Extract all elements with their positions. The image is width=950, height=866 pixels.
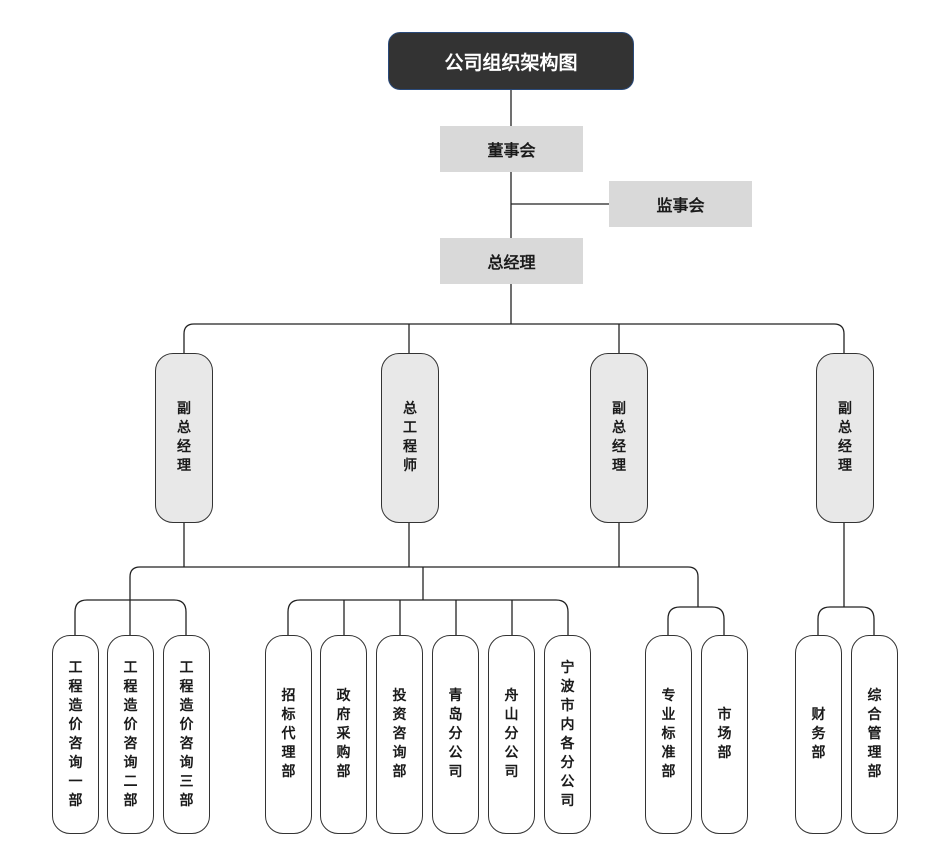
department-label: 工程造价咨询二部 (123, 659, 138, 809)
department-label: 舟山分公司 (504, 688, 519, 780)
chart-title: 公司组织架构图 (388, 32, 634, 90)
vp-label: 副总经理 (837, 401, 852, 474)
department-box: 政府采购部 (320, 635, 367, 834)
department-label: 政府采购部 (336, 688, 351, 780)
department-label: 市场部 (717, 707, 732, 761)
department-box: 舟山分公司 (488, 635, 535, 834)
vp-box: 副总经理 (590, 353, 648, 523)
vp-label: 副总经理 (611, 401, 626, 474)
department-box: 专业标准部 (645, 635, 692, 834)
chief-engineer-box: 总工程师 (381, 353, 439, 523)
vp-box: 副总经理 (155, 353, 213, 523)
chief-engineer-label: 总工程师 (402, 401, 417, 474)
department-box: 工程造价咨询二部 (107, 635, 154, 834)
department-box: 综合管理部 (851, 635, 898, 834)
department-box: 投资咨询部 (376, 635, 423, 834)
department-label: 工程造价咨询一部 (68, 659, 83, 809)
board-box: 董事会 (440, 126, 583, 172)
general-manager-box: 总经理 (440, 238, 583, 284)
chart-title-text: 公司组织架构图 (444, 51, 578, 74)
vp-box: 副总经理 (816, 353, 874, 523)
department-box: 市场部 (701, 635, 748, 834)
department-box: 工程造价咨询一部 (52, 635, 99, 834)
department-label: 宁波市内各分公司 (560, 659, 575, 809)
department-label: 招标代理部 (281, 688, 296, 780)
department-label: 投资咨询部 (392, 688, 407, 780)
department-box: 宁波市内各分公司 (544, 635, 591, 834)
department-label: 专业标准部 (661, 688, 676, 780)
general-manager-label: 总经理 (487, 253, 536, 272)
department-label: 工程造价咨询三部 (179, 659, 194, 809)
supervisory-board-box: 监事会 (609, 181, 752, 227)
department-label: 财务部 (811, 707, 826, 761)
department-label: 青岛分公司 (448, 688, 463, 780)
department-box: 工程造价咨询三部 (163, 635, 210, 834)
department-box: 招标代理部 (265, 635, 312, 834)
department-box: 青岛分公司 (432, 635, 479, 834)
department-box: 财务部 (795, 635, 842, 834)
department-label: 综合管理部 (867, 688, 882, 780)
board-label: 董事会 (487, 141, 536, 160)
supervisory-board-label: 监事会 (656, 196, 705, 215)
vp-label: 副总经理 (176, 401, 191, 474)
